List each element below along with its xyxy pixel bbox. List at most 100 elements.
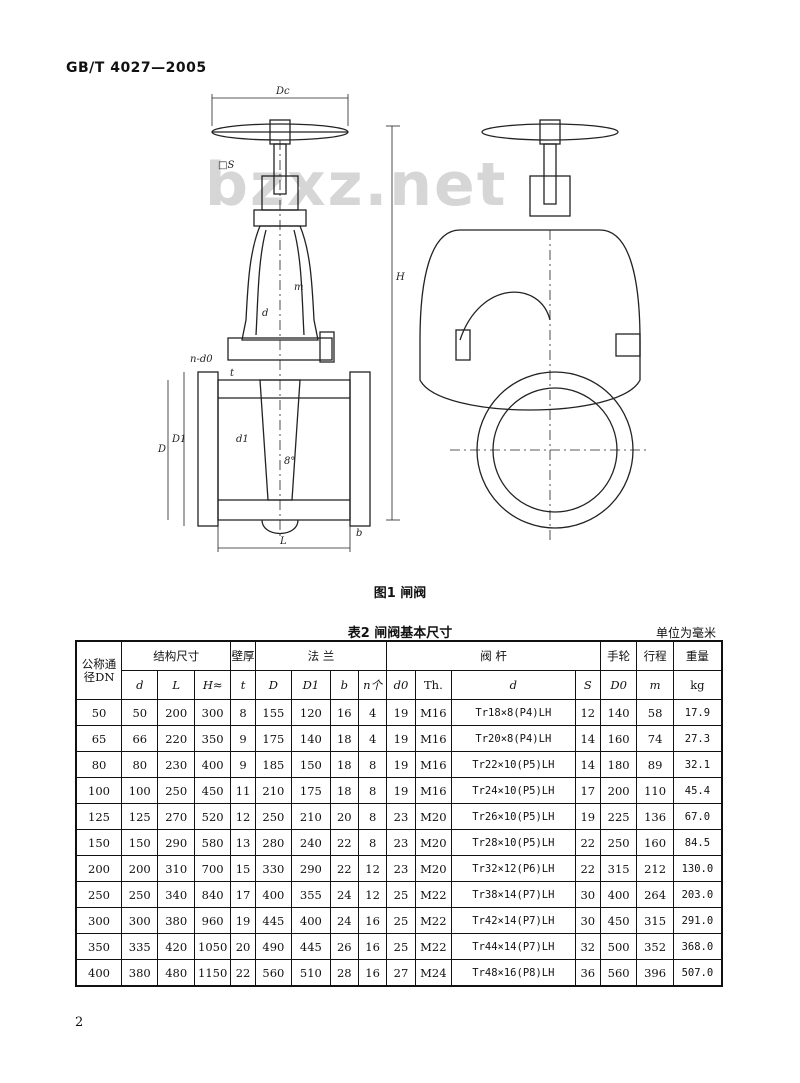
header-wheel: 手轮	[599, 640, 638, 671]
table-cell: 310	[157, 855, 195, 882]
table-cell: 8	[357, 777, 388, 804]
table-cell: 380	[121, 959, 159, 987]
table-cell: 250	[75, 881, 123, 908]
table-cell: 27.3	[672, 725, 723, 752]
table-cell: 450	[193, 777, 232, 804]
table-cell: 67.0	[672, 803, 723, 830]
table-cell: 20	[329, 803, 359, 830]
table-cell: 270	[157, 803, 195, 830]
table-cell: M22	[414, 881, 453, 908]
table-cell: 400	[193, 751, 232, 778]
subheader-H: H≈	[193, 670, 232, 700]
table-cell: 19	[386, 699, 416, 726]
table-cell: 445	[254, 907, 293, 934]
table-cell: 220	[157, 725, 195, 752]
table-cell: Tr42×14(P7)LH	[451, 907, 576, 934]
table-caption: 表2 闸阀基本尺寸	[347, 626, 453, 641]
table-cell: 185	[254, 751, 293, 778]
table-cell: 210	[254, 777, 293, 804]
subheader-d0: d0	[386, 670, 416, 700]
table-cell: 4	[357, 699, 388, 726]
table-cell: 19	[230, 907, 256, 934]
table-cell: 150	[121, 829, 159, 856]
subheader-th: Th.	[414, 670, 453, 700]
table-cell: 290	[291, 855, 331, 882]
table-cell: 50	[75, 699, 123, 726]
table-cell: 300	[193, 699, 232, 726]
table-cell: 12	[357, 855, 388, 882]
header-stem: 阀 杆	[386, 640, 601, 671]
table-cell: 12	[574, 699, 601, 726]
label-dc: Dc	[275, 86, 290, 97]
table-cell: 368.0	[672, 933, 723, 960]
table-cell: 18	[329, 777, 359, 804]
table-cell: 160	[599, 725, 638, 752]
table-cell: 1150	[193, 959, 232, 987]
table-cell: 140	[599, 699, 638, 726]
table-cell: 200	[121, 855, 159, 882]
table-cell: 15	[230, 855, 256, 882]
table-cell: 400	[599, 881, 638, 908]
table-cell: 520	[193, 803, 232, 830]
label-n-d0: n-d0	[190, 354, 213, 365]
table-cell: 22	[574, 829, 601, 856]
table-cell: Tr18×8(P4)LH	[451, 699, 576, 726]
table-cell: 23	[386, 855, 416, 882]
table-cell: 264	[636, 881, 674, 908]
label-m: m	[294, 282, 303, 293]
table-cell: M20	[414, 855, 453, 882]
table-cell: 25	[386, 881, 416, 908]
subheader-b: b	[329, 670, 359, 700]
table-cell: 212	[636, 855, 674, 882]
table-cell: 315	[599, 855, 638, 882]
table-cell: 22	[230, 959, 256, 987]
table-cell: 28	[329, 959, 359, 987]
table-cell: Tr32×12(P6)LH	[451, 855, 576, 882]
table-cell: 380	[157, 907, 195, 934]
table-cell: 175	[291, 777, 331, 804]
subheader-L: L	[157, 670, 195, 700]
table-cell: 80	[75, 751, 123, 778]
table-cell: 19	[574, 803, 601, 830]
table-cell: M24	[414, 959, 453, 987]
table-cell: Tr48×16(P8)LH	[451, 959, 576, 987]
table-cell: 280	[254, 829, 293, 856]
table-cell: 200	[599, 777, 638, 804]
table-cell: 200	[157, 699, 195, 726]
table-cell: 200	[75, 855, 123, 882]
table-cell: 16	[357, 959, 388, 987]
table-cell: 203.0	[672, 881, 723, 908]
table-cell: Tr28×10(P5)LH	[451, 829, 576, 856]
table-cell: 24	[329, 881, 359, 908]
table-cell: Tr22×10(P5)LH	[451, 751, 576, 778]
subheader-D: D	[254, 670, 293, 700]
table-cell: 400	[254, 881, 293, 908]
table-cell: 30	[574, 881, 601, 908]
table-cell: 155	[254, 699, 293, 726]
table-cell: 30	[574, 907, 601, 934]
subheader-D1: D1	[291, 670, 331, 700]
table-cell: 19	[386, 777, 416, 804]
table-cell: 510	[291, 959, 331, 987]
table-cell: 20	[230, 933, 256, 960]
table-cell: 26	[329, 933, 359, 960]
table-cell: 17	[574, 777, 601, 804]
standard-number: GB/T 4027—2005	[66, 60, 207, 76]
table-cell: 250	[157, 777, 195, 804]
table-cell: 16	[329, 699, 359, 726]
table-cell: M22	[414, 907, 453, 934]
subheader-n: n个	[357, 670, 388, 700]
table-cell: 125	[121, 803, 159, 830]
table-cell: 17	[230, 881, 256, 908]
table-cell: 340	[157, 881, 195, 908]
header-struct: 结构尺寸	[121, 640, 232, 671]
table-cell: 17.9	[672, 699, 723, 726]
table-cell: Tr44×14(P7)LH	[451, 933, 576, 960]
table-cell: 840	[193, 881, 232, 908]
